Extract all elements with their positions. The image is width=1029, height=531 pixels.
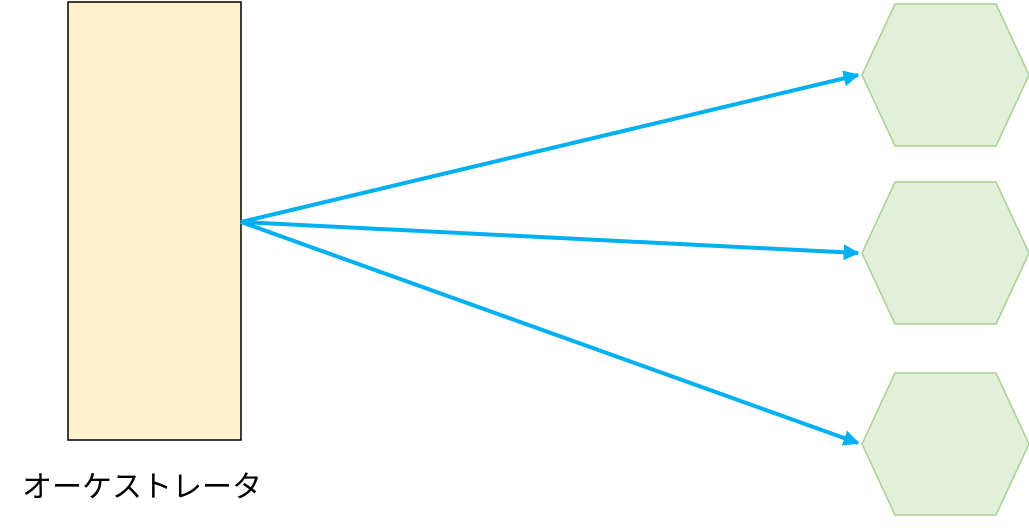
orchestrator-box xyxy=(67,1,242,441)
worker-hexagon-1 xyxy=(861,3,1029,147)
arrow-to-worker-1 xyxy=(240,70,860,224)
worker-hexagon-2 xyxy=(861,181,1029,325)
orchestrator-label: オーケストレータ xyxy=(22,470,262,505)
arrow-to-worker-3 xyxy=(240,220,860,446)
arrow-to-worker-2 xyxy=(240,220,860,261)
worker-hexagon-3 xyxy=(861,372,1029,516)
